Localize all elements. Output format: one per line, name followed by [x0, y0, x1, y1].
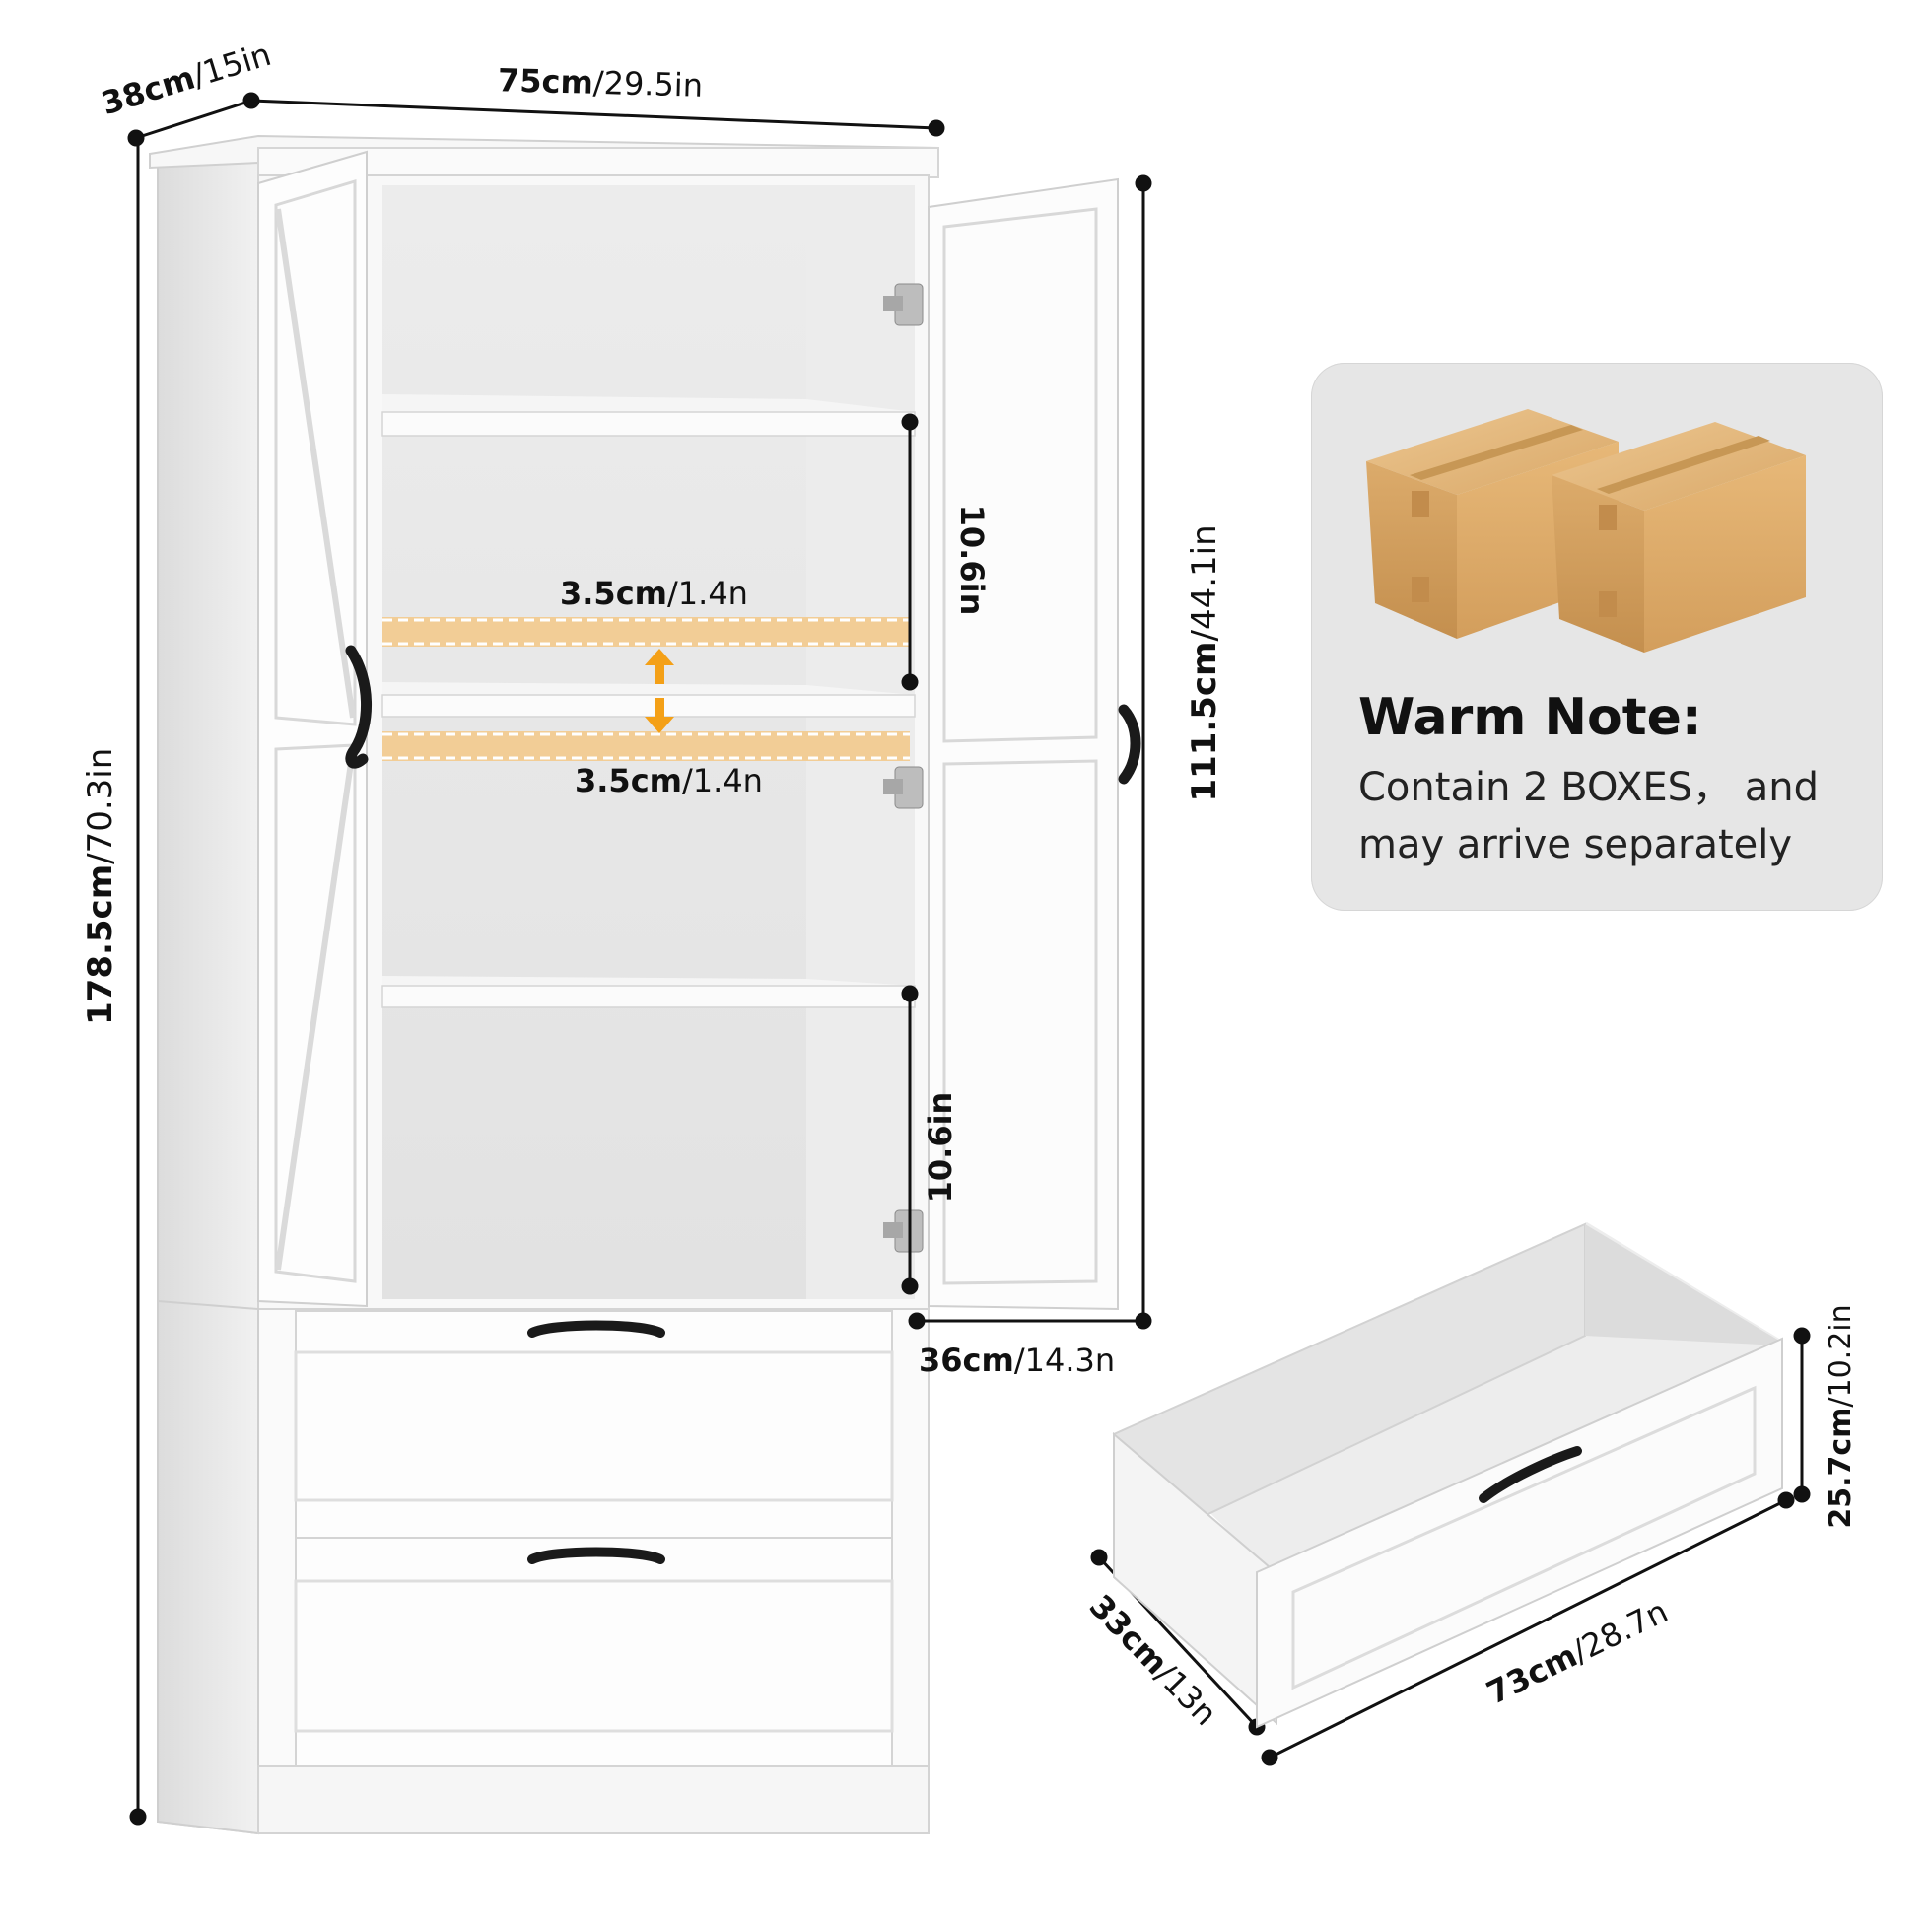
- adjust-band-upper: [382, 617, 910, 647]
- shelf-adjust-up-label: 3.5cm/1.4n: [560, 575, 748, 612]
- interior-right-wall: [806, 187, 915, 1299]
- shelf-gap-upper-label: 10.6in: [953, 504, 991, 616]
- cabinet-top: [149, 134, 939, 170]
- right-door: [928, 177, 1141, 1311]
- dimension-lines: [127, 92, 1811, 1826]
- height-label: 178.5cm/70.3in: [81, 747, 120, 1025]
- shelf-bottom: [381, 976, 916, 1008]
- drawer-depth-label: 33cm/13n: [1081, 1587, 1225, 1733]
- drawer-illustration: [1112, 1222, 1783, 1729]
- drawer-width-label: 73cm/28.7n: [1481, 1592, 1674, 1712]
- shelf-top: [381, 394, 916, 437]
- cabinet-side-panel: [157, 146, 259, 1835]
- hinge-icon: [883, 283, 924, 326]
- adjust-arrow-up-icon: [645, 649, 674, 684]
- right-door-handle-icon: [1118, 704, 1141, 785]
- drawer-right-wall: [1585, 1224, 1779, 1346]
- lower-drawer-handle-icon: [527, 1547, 665, 1564]
- drawer-back-wall: [1112, 1222, 1586, 1540]
- note-text: Contain 2 BOXES， and may arrive separate…: [1358, 759, 1871, 873]
- cabinet-upper-body: [257, 174, 930, 1310]
- warm-note-card: Warm Note: Contain 2 BOXES， and may arri…: [1311, 363, 1883, 911]
- shelf-gap-lower-label: 10.6in: [922, 1091, 959, 1204]
- shelf-adjust-down-label: 3.5cm/1.4n: [575, 762, 763, 799]
- upper-drawer-handle-icon: [527, 1320, 665, 1338]
- cabinet-base: [257, 1765, 930, 1834]
- cabinet-top-front: [257, 147, 939, 178]
- shelf-middle: [381, 682, 916, 718]
- adjust-band-lower: [382, 731, 910, 761]
- adjust-arrow-down-icon: [645, 698, 674, 733]
- upper-drawer: [294, 1310, 894, 1539]
- note-title: Warm Note:: [1358, 688, 1702, 747]
- left-door-handle-icon: [345, 645, 373, 769]
- drawer-inside-floor: [1124, 1222, 1779, 1587]
- cabinet: [149, 134, 1141, 1835]
- width-label: 75cm/29.5in: [497, 61, 704, 104]
- left-door: [257, 150, 373, 1308]
- cabinet-interior: [382, 185, 915, 1299]
- depth-label: 38cm/15in: [97, 34, 276, 123]
- note-line-1: Contain 2 BOXES， and: [1358, 765, 1819, 810]
- drawer-handle-icon: [1479, 1446, 1582, 1503]
- hinge-icon: [883, 766, 924, 809]
- note-line-2: may arrive separately: [1358, 822, 1793, 867]
- upper-height-label: 111.5cm/44.1in: [1185, 524, 1224, 802]
- hinge-icon: [883, 1209, 924, 1253]
- cabinet-lower-body: [257, 1308, 930, 1832]
- drawer-height-label: 25.7cm/10.2in: [1824, 1304, 1858, 1529]
- lower-drawer: [294, 1537, 894, 1767]
- inner-depth-label: 36cm/14.3n: [919, 1342, 1116, 1379]
